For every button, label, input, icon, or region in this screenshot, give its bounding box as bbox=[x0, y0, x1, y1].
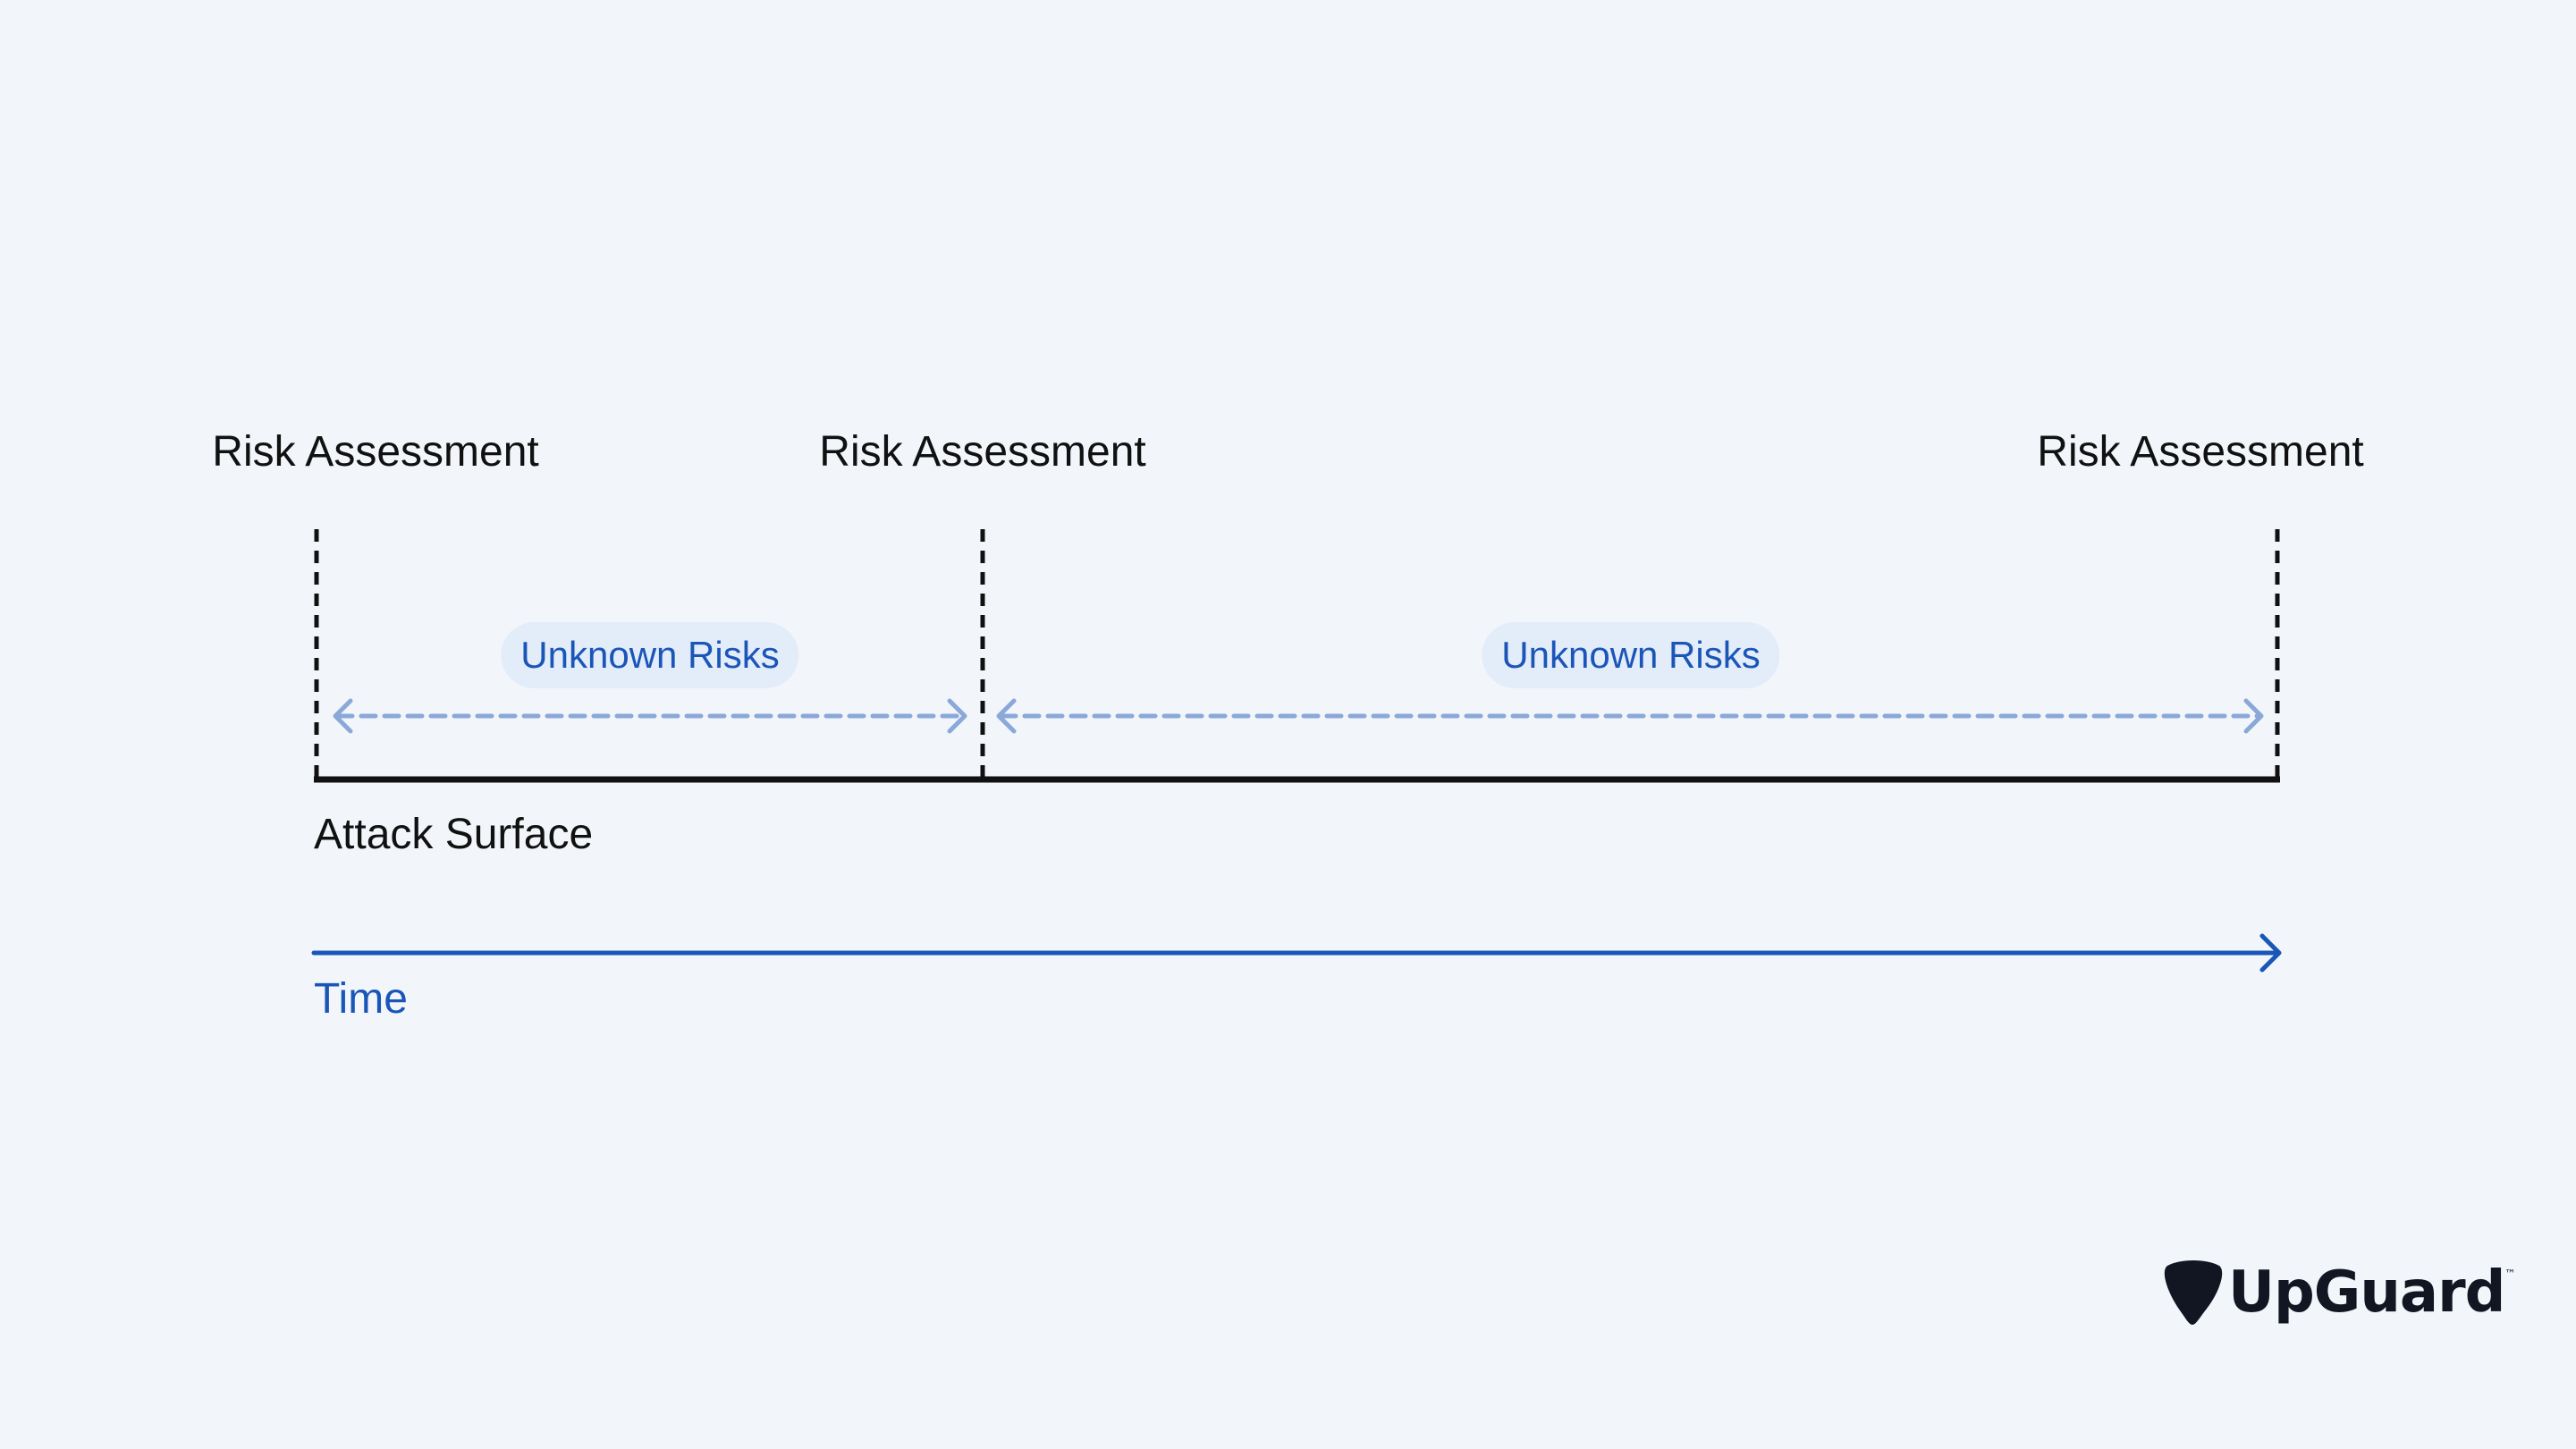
logo-wordmark: UpGuard bbox=[2228, 1259, 2505, 1326]
upguard-logo: UpGuard ™ bbox=[2162, 1257, 2515, 1328]
unknown-risks-arrow-2 bbox=[996, 698, 2264, 734]
time-arrow bbox=[311, 933, 2282, 973]
guitar-pick-icon bbox=[2164, 1260, 2223, 1325]
risk-assessment-label-3: Risk Assessment bbox=[2037, 428, 2364, 476]
time-axis-label: Time bbox=[314, 975, 408, 1023]
trademark-symbol: ™ bbox=[2504, 1268, 2516, 1280]
unknown-risks-arrow-1 bbox=[333, 698, 967, 734]
unknown-risks-badge-1: Unknown Risks bbox=[501, 622, 799, 688]
risk-assessment-label-1: Risk Assessment bbox=[212, 428, 539, 476]
unknown-risks-badge-2: Unknown Risks bbox=[1482, 622, 1780, 688]
risk-assessment-label-2: Risk Assessment bbox=[819, 428, 1146, 476]
attack-surface-label: Attack Surface bbox=[314, 811, 594, 858]
